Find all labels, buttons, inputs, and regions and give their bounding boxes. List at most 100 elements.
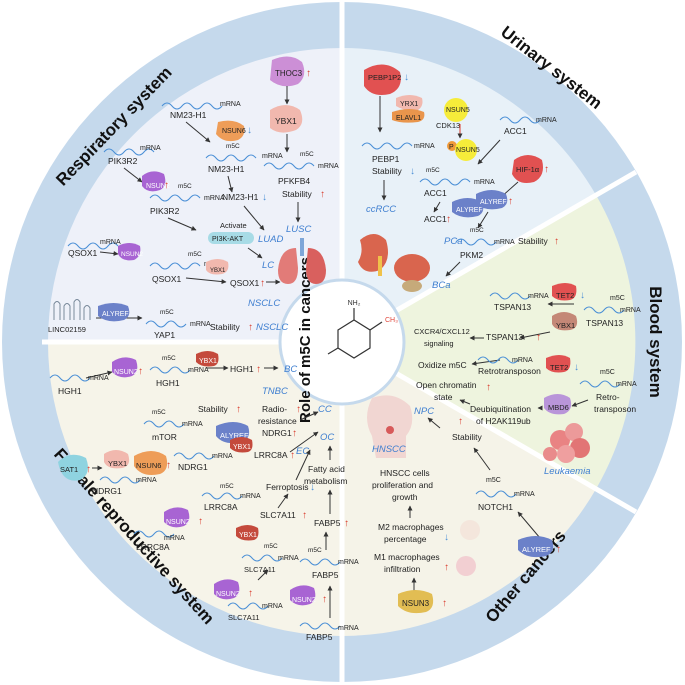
other-hn3-text: growth — [392, 492, 418, 502]
fem-slc7a11-text: SLC7A11 — [244, 565, 276, 574]
blood-retro2-text: transposon — [594, 404, 636, 414]
other-hn2-text: proliferation and — [372, 480, 433, 490]
resp-m5c-text: m5C — [160, 309, 174, 316]
alyref-blob — [452, 198, 484, 218]
svg-text:↑: ↑ — [198, 516, 203, 527]
fem-fabp5-text: FABP5 — [306, 632, 333, 642]
uri-mrna-text: mRNA — [414, 143, 435, 150]
ec-label: EC — [296, 446, 309, 457]
tet2-blob — [546, 355, 571, 373]
resp-mrna-text: mRNA — [100, 239, 121, 246]
resp-qsox1-text: QSOX1 — [152, 274, 182, 284]
fem-hgh1-text: HGH1 — [156, 378, 180, 388]
blood-retro-text: Retrotransposon — [478, 366, 541, 376]
svg-text:↓: ↓ — [410, 166, 415, 177]
hnscc-label: HNSCC — [372, 444, 406, 455]
resp-m5c-text: m5C — [300, 151, 314, 158]
hif-blob — [512, 155, 543, 183]
resp-mrna-text: mRNA — [318, 163, 339, 170]
other-m2b-text: percentage — [384, 534, 427, 544]
fem-ndrg1-text: NDRG1 — [262, 428, 292, 438]
fem-nsun6-text: NSUN6 — [136, 461, 161, 470]
svg-text:↓: ↓ — [262, 192, 267, 203]
svg-text:↑: ↑ — [260, 278, 265, 289]
uri-acc1-text: ACC1 — [504, 126, 527, 136]
mrna-wave — [241, 554, 283, 562]
fem-lrrc8a-text: LRRC8A — [254, 450, 288, 460]
uri-m5c-text: m5C — [470, 227, 484, 234]
uri-alyref-text: ALYREF — [480, 199, 507, 206]
macrophage-icon — [456, 520, 480, 576]
svg-text:↑: ↑ — [446, 214, 451, 225]
uri-nsun5-text: NSUN5 — [446, 107, 470, 114]
fem-radio2-text: resistance — [258, 416, 297, 426]
fem-mrna-text: mRNA — [240, 493, 261, 500]
mrna-wave — [455, 238, 497, 246]
tnbc-label: TNBC — [262, 386, 288, 397]
mrna-wave — [419, 178, 471, 186]
resp-nm23-text: NM23-H1 — [222, 192, 259, 202]
title-blood: Blood system — [646, 286, 665, 397]
alyref-blob — [476, 190, 508, 210]
blood-m5c-text: m5C — [600, 369, 615, 376]
pi3k-box — [208, 232, 254, 244]
resp-mrna-text: mRNA — [262, 153, 283, 160]
nm23-label: NM23-H1 — [170, 110, 207, 120]
sat1-blob — [58, 454, 88, 481]
svg-text:↑: ↑ — [556, 544, 561, 555]
fem-ybx1-text: YBX1 — [233, 444, 251, 451]
mrna-wave — [263, 162, 315, 170]
blood-sector — [342, 195, 636, 489]
resp-stability-text: Stability — [210, 322, 241, 332]
blood-retro1-text: Retro- — [596, 392, 620, 402]
female-content: mRNA HGH1 NSUN2 ↑ m5C mRNA HGH1 YBX1 HGH… — [49, 351, 359, 642]
svg-text:↑: ↑ — [442, 598, 447, 609]
blood-signaling-text: signaling — [424, 339, 454, 348]
mrna-wave — [149, 194, 201, 202]
svg-text:↑: ↑ — [344, 518, 349, 529]
blood-ybx1-text: YBX1 — [556, 321, 575, 330]
fem-ndrg1-text: NDRG1 — [92, 486, 122, 496]
mbd6-blob — [544, 394, 572, 415]
tet2-blob — [552, 283, 577, 301]
cc-label: CC — [318, 404, 332, 415]
resp-linc-text: LINC02159 — [48, 325, 86, 334]
blood-tspan13-text: TSPAN13 — [486, 332, 523, 342]
svg-text:↓: ↓ — [444, 532, 449, 543]
mrna-wave — [489, 292, 531, 300]
blood-deub1-text: Deubiquitination — [470, 404, 531, 414]
blood-oxidize-text: Oxidize m5C — [418, 360, 467, 370]
nsun2-blob — [118, 243, 141, 261]
uri-pkm2-text: PKM2 — [460, 250, 483, 260]
ybx1-blob — [236, 525, 259, 541]
mrna-wave — [149, 262, 201, 270]
fem-mrna-text: mRNA — [188, 367, 209, 374]
uri-mrna-text: mRNA — [536, 117, 557, 124]
mrna-wave — [67, 242, 119, 250]
svg-text:↑: ↑ — [248, 322, 253, 333]
oc-label: OC — [320, 432, 334, 443]
fem-lrrc8a-text: LRRC8A — [204, 502, 238, 512]
lncrna-hairpin-icon — [53, 299, 91, 320]
ybx1-blob — [104, 450, 130, 469]
leukaemia-label: Leukaemia — [544, 466, 590, 477]
resp-mrna-text: mRNA — [204, 195, 225, 202]
other-notch1-text: NOTCH1 — [478, 502, 513, 512]
mrna-wave — [205, 154, 257, 162]
resp-alyref-text: ALYREF — [102, 311, 129, 318]
npc-label: NPC — [414, 406, 434, 417]
center-circle — [278, 278, 406, 406]
fem-mrna-text: mRNA — [338, 625, 359, 632]
bladder-prostate-icon — [394, 254, 430, 292]
uri-p-text: P — [449, 144, 454, 151]
other-m5c-text: m5C — [486, 477, 501, 484]
mrna-wave — [499, 116, 541, 124]
mrna-wave — [99, 476, 141, 484]
nsun2-blob — [164, 507, 190, 528]
fem-nsun2-text: NSUN2 — [292, 597, 316, 604]
alyref-blob — [98, 303, 130, 322]
mrna-wave — [161, 102, 223, 110]
resp-pik3r2-text: PIK3R2 — [150, 206, 180, 216]
uri-stability-text: Stability — [518, 236, 549, 246]
cytosine-structure-icon — [327, 308, 383, 359]
